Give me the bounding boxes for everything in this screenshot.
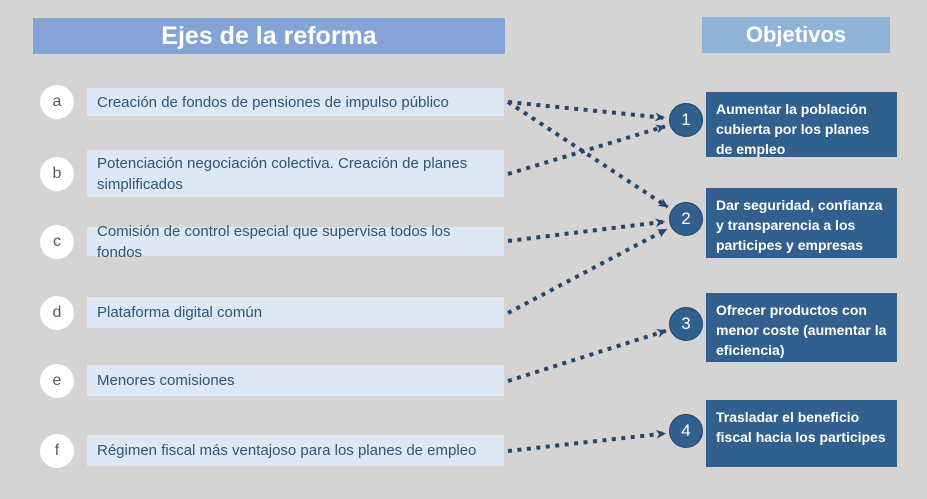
arrow-b-to-1 bbox=[507, 124, 666, 176]
reform-item-e: e Menores comisiones bbox=[40, 363, 504, 398]
objective-box-3: Ofrecer productos con menor coste (aumen… bbox=[706, 293, 897, 362]
reform-item-c: c Comisión de control especial que super… bbox=[40, 223, 504, 261]
objective-number-badge-1: 1 bbox=[669, 103, 703, 137]
arrow-f-to-4 bbox=[507, 429, 667, 453]
item-letter-badge-c: c bbox=[40, 224, 74, 259]
arrow-a-to-1 bbox=[507, 100, 666, 122]
objective-number-badge-2: 2 bbox=[669, 202, 703, 236]
item-letter-badge-e: e bbox=[40, 363, 74, 398]
item-text-bar-d: Plataforma digital común bbox=[87, 297, 504, 328]
item-text-bar-c: Comisión de control especial que supervi… bbox=[87, 223, 504, 261]
item-letter-badge-d: d bbox=[40, 295, 74, 330]
reform-item-a: a Creación de fondos de pensiones de imp… bbox=[40, 85, 504, 119]
item-text-bar-e: Menores comisiones bbox=[87, 365, 504, 396]
reform-item-f: f Régimen fiscal más ventajoso para los … bbox=[40, 433, 504, 468]
objective-number-badge-4: 4 bbox=[669, 414, 703, 448]
objective-box-1: Aumentar la población cubierta por los p… bbox=[706, 92, 897, 157]
arrow-c-to-2 bbox=[507, 218, 666, 243]
objective-box-4: Trasladar el beneficio fiscal hacia los … bbox=[706, 400, 897, 467]
objective-number-badge-3: 3 bbox=[669, 307, 703, 341]
item-text-bar-b: Potenciación negociación colectiva. Crea… bbox=[87, 150, 504, 197]
right-panel-header: Objetivos bbox=[702, 17, 890, 53]
item-letter-badge-f: f bbox=[40, 433, 74, 468]
item-text-bar-a: Creación de fondos de pensiones de impul… bbox=[87, 88, 504, 116]
item-letter-badge-b: b bbox=[40, 156, 74, 191]
reform-item-b: b Potenciación negociación colectiva. Cr… bbox=[40, 150, 504, 197]
arrow-a-to-2 bbox=[506, 100, 669, 209]
reform-item-d: d Plataforma digital común bbox=[40, 295, 504, 330]
arrow-d-to-2 bbox=[507, 227, 668, 315]
arrow-e-to-3 bbox=[507, 328, 667, 383]
objective-box-2: Dar seguridad, confianza y transparencia… bbox=[706, 188, 897, 258]
item-text-bar-f: Régimen fiscal más ventajoso para los pl… bbox=[87, 435, 504, 466]
item-letter-badge-a: a bbox=[40, 85, 74, 119]
left-panel-header: Ejes de la reforma bbox=[33, 18, 505, 54]
